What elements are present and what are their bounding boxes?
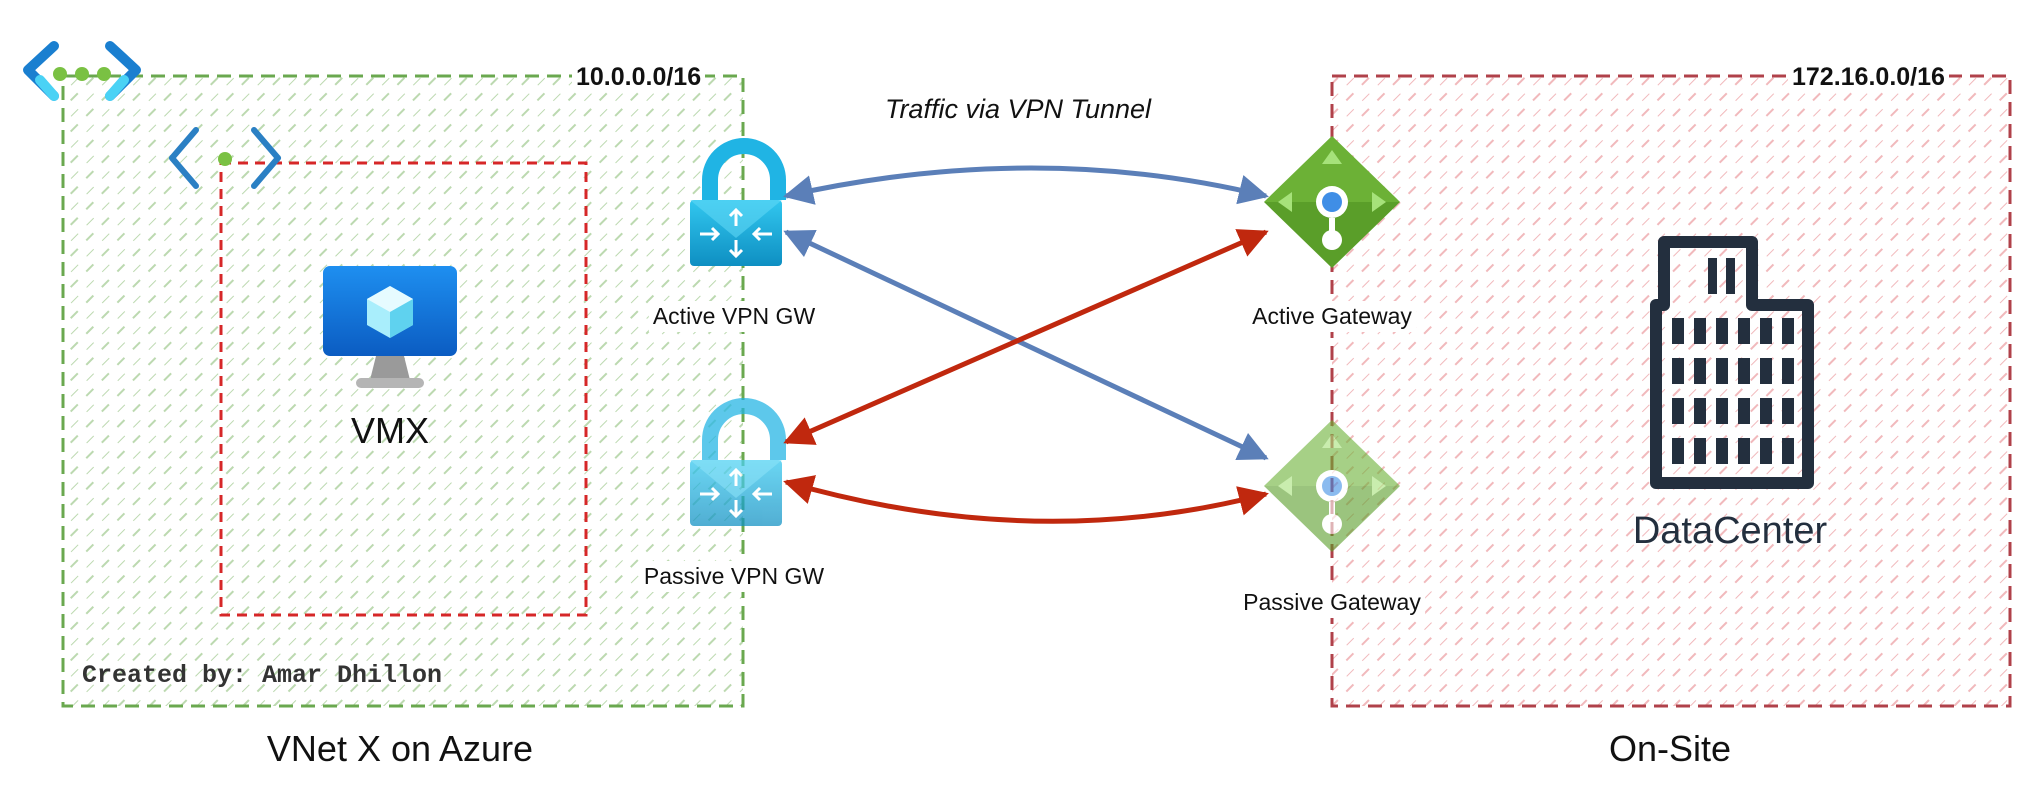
building-icon (1650, 236, 1814, 489)
azure-vnet-boundary (61, 74, 745, 708)
active-local-gateway-icon (1264, 136, 1400, 268)
virtual-machine-icon (323, 266, 457, 388)
link-passive-vpn-to-passive-gateway (783, 475, 1269, 524)
link-active-vpn-to-active-gateway (783, 165, 1269, 205)
credit-label: Created by: Amar Dhillon (82, 661, 443, 690)
vnet-icon (23, 41, 141, 101)
passive-gateway-label: Passive Gateway (1239, 587, 1425, 618)
onsite-title: On-Site (1608, 728, 1732, 769)
active-gateway-label: Active Gateway (1248, 301, 1416, 332)
azure-cidr-label: 10.0.0.0/16 (572, 63, 706, 92)
azure-title: VNet X on Azure (266, 728, 534, 769)
active-vpn-gateway-icon (690, 138, 786, 266)
subnet-icon (169, 127, 281, 189)
passive-vpn-gateway-icon (690, 398, 786, 526)
traffic-label: Traffic via VPN Tunnel (884, 94, 1152, 124)
vm-label: VMX (350, 410, 430, 451)
onsite-cidr-label: 172.16.0.0/16 (1788, 63, 1949, 92)
link-passive-vpn-to-active-gateway (783, 229, 1269, 445)
passive-vpn-gateway-label: Passive VPN GW (639, 561, 829, 592)
active-vpn-gateway-label: Active VPN GW (648, 301, 820, 332)
passive-local-gateway-icon (1264, 420, 1400, 552)
datacenter-label: DataCenter (1632, 510, 1828, 552)
onsite-boundary (1330, 74, 2012, 708)
